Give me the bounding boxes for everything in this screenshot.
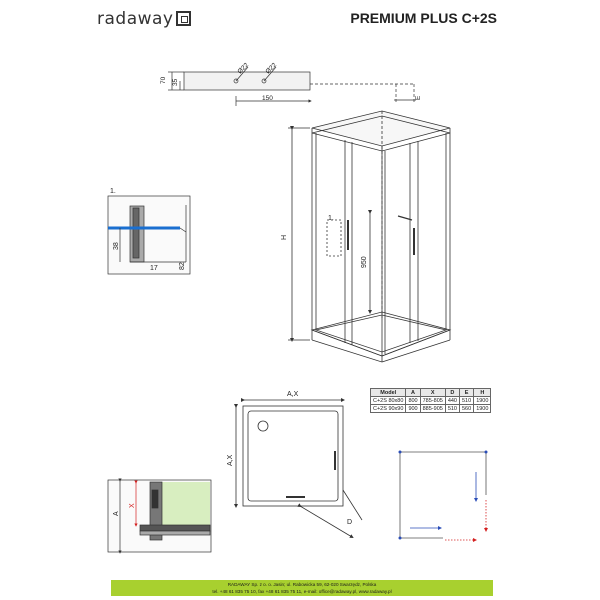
- table-cell: C+2S 90x90: [369, 404, 407, 413]
- col-d: D: [444, 388, 461, 397]
- brand-logo-icon: [176, 11, 191, 26]
- section-dim-x: X: [129, 503, 136, 508]
- door-opening-view: [398, 450, 488, 542]
- table-cell: 1900: [473, 404, 492, 413]
- dim-38: 38: [113, 242, 120, 250]
- table-cell: 440: [444, 396, 461, 405]
- section-dim-a: A: [113, 511, 120, 516]
- col-h: H: [473, 388, 492, 397]
- col-model: Model: [369, 388, 407, 397]
- col-x: X: [419, 388, 446, 397]
- table-row: C+2S 90x90 900 885-905 510 560 1900: [369, 404, 492, 413]
- table-cell: 510: [458, 396, 475, 405]
- table-cell: 560: [458, 404, 475, 413]
- footer-address: RADAWAY Sp. z o. o. Jasin; ul. Rabowicka…: [227, 582, 377, 587]
- callout-1: 1.: [328, 215, 334, 222]
- table-cell: 785-805: [419, 396, 446, 405]
- plan-dim-side: A,X: [227, 454, 234, 466]
- table-cell: 800: [405, 396, 421, 405]
- shower-enclosure-view: [288, 110, 452, 363]
- table-cell: 1900: [473, 396, 492, 405]
- page-title: PREMIUM PLUS C+2S: [350, 10, 497, 26]
- col-e: E: [458, 388, 475, 397]
- wall-section-detail: [107, 478, 212, 554]
- plan-dim-top: A,X: [287, 391, 299, 398]
- table-header-row: Model A X D E H: [369, 388, 492, 397]
- table-cell: 885-905: [419, 404, 446, 413]
- detail-1-view: [107, 195, 191, 275]
- detail-1-label: 1.: [110, 188, 116, 195]
- top-rail-detail: [168, 66, 416, 106]
- spec-table: Model A X D E H C+2S 80x80 800 785-805 4…: [369, 388, 492, 413]
- brand-logo-text: radaway: [97, 9, 174, 29]
- dim-70: 70: [160, 76, 167, 84]
- dim-17: 17: [150, 265, 158, 272]
- dim-82: 82: [179, 262, 186, 270]
- dim-h: H: [281, 235, 288, 240]
- footer-contact: tel. +48 61 835 75 10, fax +48 61 835 75…: [212, 589, 392, 594]
- table-row: C+2S 80x80 800 785-805 440 510 1900: [369, 396, 492, 405]
- table-cell: 900: [405, 404, 421, 413]
- dim-150: 150: [262, 95, 273, 102]
- tray-plan-view: [234, 398, 363, 539]
- dim-e: E: [415, 95, 422, 100]
- dim-950: 950: [361, 256, 368, 268]
- table-cell: 510: [444, 404, 461, 413]
- footer-bar: RADAWAY Sp. z o. o. Jasin; ul. Rabowicka…: [111, 580, 493, 596]
- col-a: A: [405, 388, 421, 397]
- plan-dim-d: D: [347, 519, 352, 526]
- table-cell: C+2S 80x80: [369, 396, 407, 405]
- dim-35: 35: [172, 78, 179, 86]
